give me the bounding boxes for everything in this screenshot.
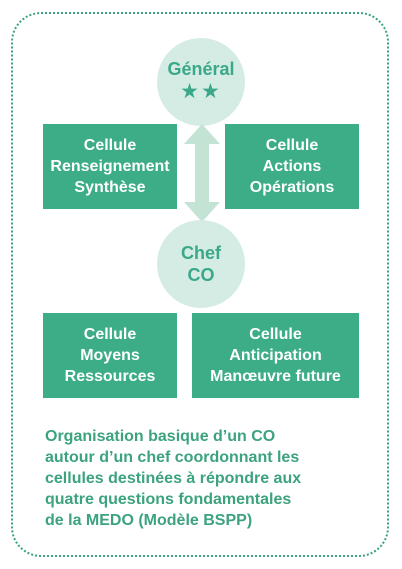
cell-label: Cellule (83, 326, 137, 343)
cell-label: Cellule (249, 326, 302, 343)
cell-renseignement-synthese: Cellule Renseignement Synthèse (43, 124, 177, 209)
cell-label: Moyens (80, 347, 140, 364)
co-label: CO (187, 265, 215, 285)
caption-line: autour d’un chef coordonnant les (45, 449, 300, 466)
caption-line: cellules destinées à répondre aux (45, 470, 302, 487)
chef-co-node: Chef CO (157, 220, 245, 308)
caption-line: Organisation basique d’un CO (45, 428, 276, 445)
cell-label: Renseignement (50, 158, 170, 175)
cell-label: Cellule (83, 137, 137, 154)
caption-line: quatre questions fondamentales (45, 491, 292, 508)
cell-label: Manœuvre future (210, 368, 341, 385)
chef-label: Chef (181, 243, 221, 263)
caption-text: Organisation basique d’un CO autour d’un… (45, 426, 375, 531)
cell-label: Opérations (249, 179, 335, 196)
cell-label: Synthèse (74, 179, 146, 196)
cell-anticipation-manoeuvre: Cellule Anticipation Manœuvre future (192, 313, 359, 398)
cell-label: Anticipation (229, 347, 322, 364)
caption-line: de la MEDO (Modèle BSPP) (45, 512, 253, 529)
cell-label: Ressources (64, 368, 156, 385)
double-arrow-icon (184, 124, 220, 222)
cell-label: Actions (262, 158, 322, 175)
general-node: Général ★★ (157, 38, 245, 126)
general-label: Général (167, 59, 235, 79)
stars-icon: ★★ (180, 80, 222, 103)
cell-label: Cellule (265, 137, 319, 154)
diagram-frame (11, 12, 389, 557)
cell-actions-operations: Cellule Actions Opérations (225, 124, 359, 209)
cell-moyens-ressources: Cellule Moyens Ressources (43, 313, 177, 398)
